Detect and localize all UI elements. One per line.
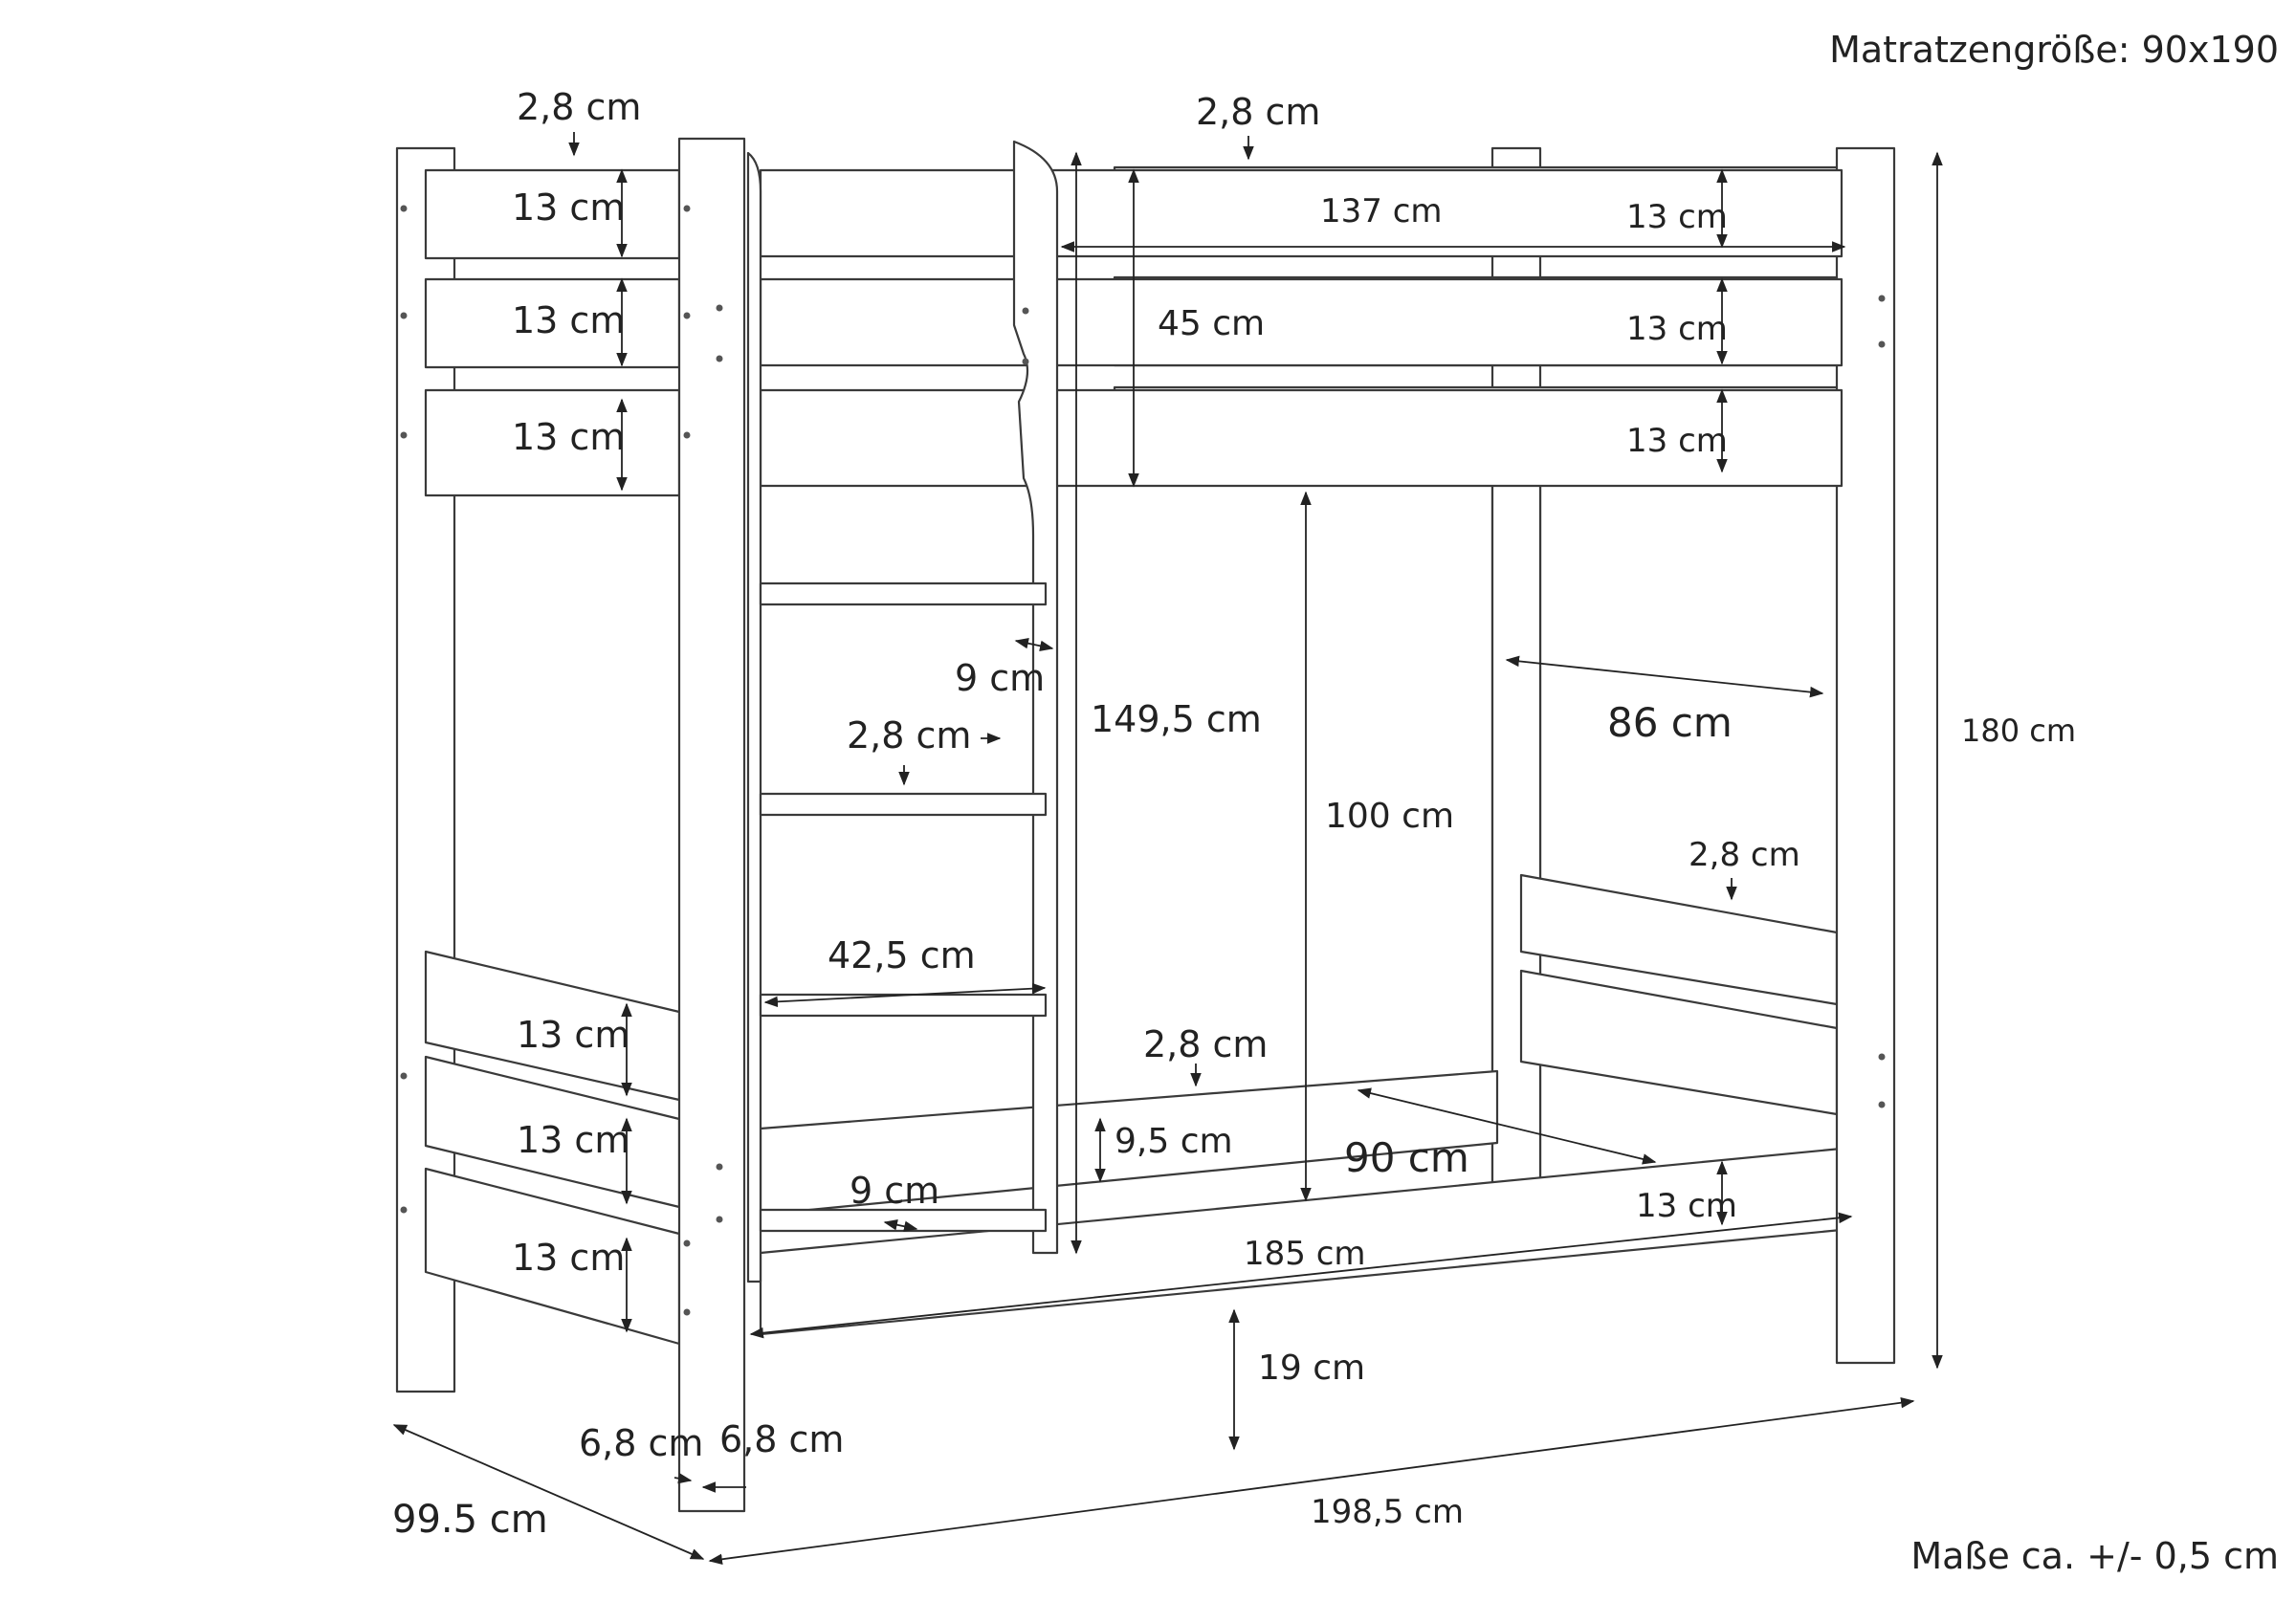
inner-back-post [1490,476,1542,1188]
inner-length-top-label: 137 cm [1320,192,1443,230]
dimension-lines [392,132,1943,1566]
top-rail-1-left-label: 13 cm [512,186,625,229]
front-right-post [1835,146,1896,1365]
ladder-width-label: 42,5 cm [828,934,976,976]
inner-width-label: 86 cm [1607,699,1733,746]
top-rail-3-right-label: 13 cm [1626,422,1728,460]
clearance-height-label: 100 cm [1325,797,1454,836]
bottom-rung-gap-label: 9 cm [850,1170,939,1212]
guard-height-label: 45 cm [1158,304,1265,343]
total-depth-label: 99.5 cm [392,1498,548,1542]
left-top-rail-1 [424,168,681,260]
left-top-rail-3 [424,388,681,497]
post-width-a-label: 6,8 cm [579,1422,703,1464]
ladder-height-label: 149,5 cm [1091,698,1262,740]
top-rail-1-right-label: 13 cm [1626,198,1728,236]
rung-gap-label: 9 cm [955,657,1045,699]
ladder-rung-1 [759,581,1048,606]
bottom-rail-3-left-label: 13 cm [512,1237,625,1279]
lower-rail-thickness-label: 2,8 cm [1143,1023,1268,1065]
post-top-left-label: 2,8 cm [517,86,641,128]
front-left-post [677,137,746,1513]
ladder-right-stile [1012,140,1059,1255]
lower-right-rail-label: 2,8 cm [1689,836,1800,874]
ladder-rung-2 [759,792,1048,817]
rail-top-center-label: 2,8 cm [1196,91,1320,133]
screw-dots [400,205,1886,1316]
ladder-rung-3 [759,993,1048,1018]
upper-front-rail-3 [759,388,1843,488]
bottom-rail-2-left-label: 13 cm [517,1119,629,1161]
inner-length-bottom-label: 185 cm [1244,1235,1366,1273]
left-top-rail-2 [424,277,681,369]
upper-front-rail-2 [759,277,1843,367]
post-width-b-label: 6,8 cm [719,1418,844,1460]
ladder-rung-4 [759,1208,1048,1233]
top-rail-2-right-label: 13 cm [1626,310,1728,348]
floor-clearance-label: 19 cm [1258,1349,1365,1388]
bottom-rail-right-label: 13 cm [1636,1187,1737,1225]
tolerance-note: Maße ca. +/- 0,5 cm [1910,1535,2279,1577]
total-height-label: 180 cm [1961,713,2076,749]
mattress-width-label: 90 cm [1344,1134,1469,1181]
mattress-size-label: Matratzengröße: 90x190 [1829,29,2279,71]
bottom-rail-1-left-label: 13 cm [517,1014,629,1056]
rung-thickness-label: 2,8 cm [847,714,971,757]
ladder-left-stile [746,151,762,1283]
top-rail-2-left-label: 13 cm [512,299,625,341]
total-length-label: 198,5 cm [1311,1493,1464,1531]
lower-side-rail-height-label: 9,5 cm [1115,1122,1233,1161]
dimension-labels: 2,8 cm 2,8 cm 13 cm 13 cm 13 cm 13 cm 13… [392,86,2076,1542]
top-rail-3-left-label: 13 cm [512,416,625,458]
